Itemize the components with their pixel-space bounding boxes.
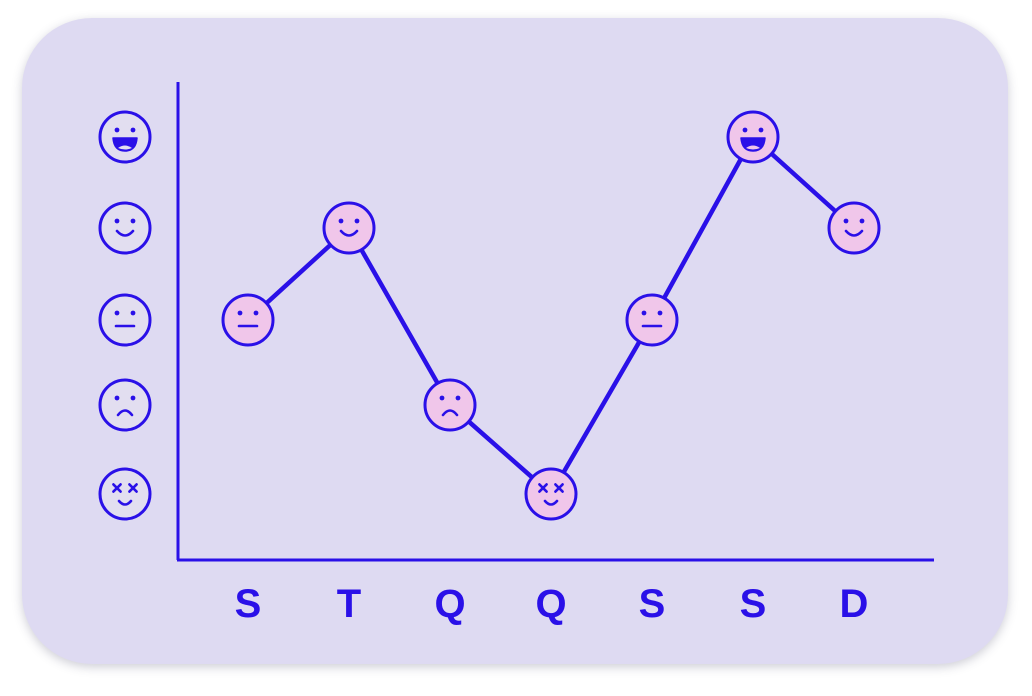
x-tick-label-0: S xyxy=(235,582,262,626)
x-tick-label-3: Q xyxy=(535,582,566,626)
x-tick-label-6: D xyxy=(840,582,869,626)
data-point-4 xyxy=(625,293,679,347)
data-points xyxy=(221,110,881,521)
mood-series-line xyxy=(246,134,856,497)
data-point-6 xyxy=(827,201,881,255)
chart-card xyxy=(22,18,1008,664)
dizzy-face-icon xyxy=(98,467,152,521)
y-axis-mood-icons xyxy=(98,110,152,521)
data-point-0 xyxy=(221,293,275,347)
frowning-face-icon xyxy=(98,378,152,432)
data-point-2 xyxy=(423,378,477,432)
data-point-3 xyxy=(524,467,578,521)
neutral-face-icon xyxy=(98,293,152,347)
grinning-face-icon xyxy=(98,110,152,164)
data-point-1 xyxy=(322,201,376,255)
x-tick-label-2: Q xyxy=(434,582,465,626)
x-tick-label-4: S xyxy=(639,582,666,626)
x-tick-label-5: S xyxy=(740,582,767,626)
x-tick-label-1: T xyxy=(337,582,361,626)
smiling-face-icon xyxy=(98,201,152,255)
data-point-5 xyxy=(726,110,780,164)
